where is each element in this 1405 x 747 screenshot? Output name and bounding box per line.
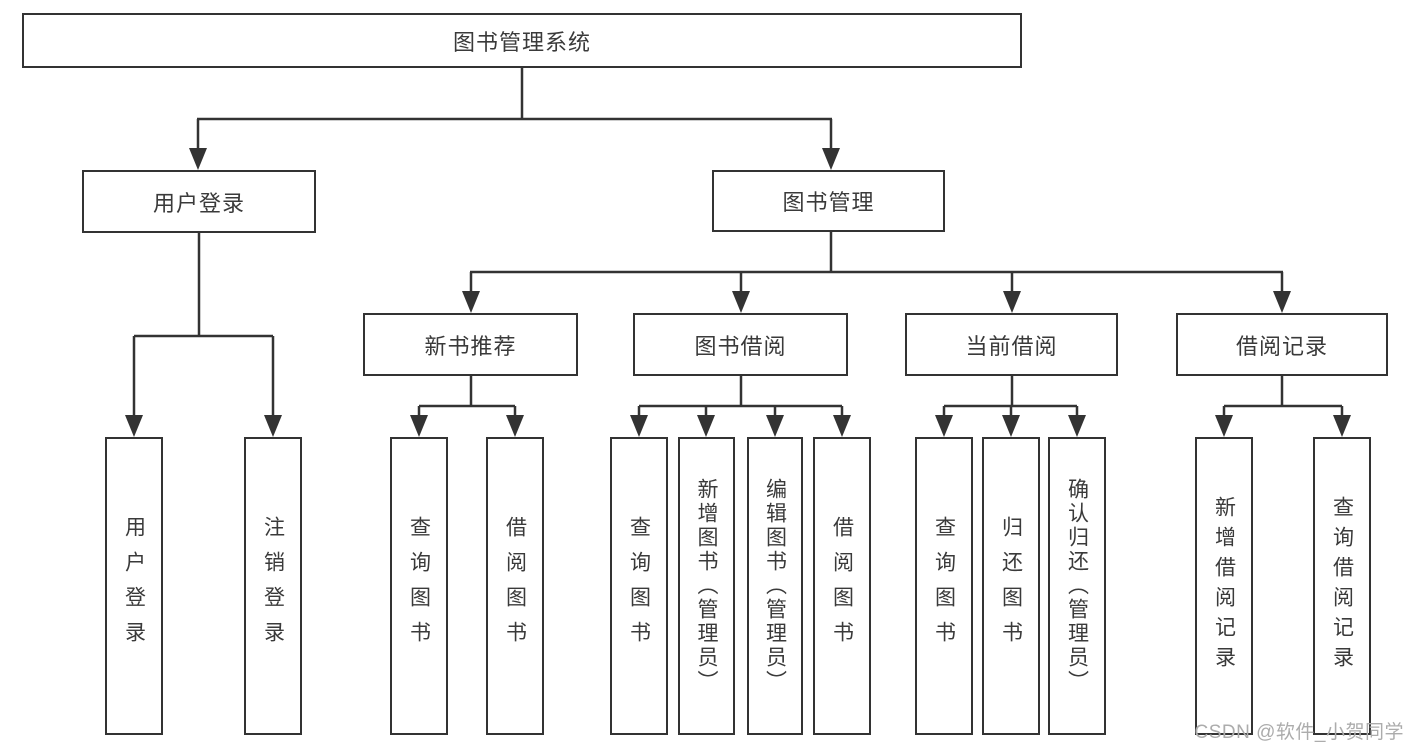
node-label: 新书推荐	[424, 333, 517, 359]
node-label: 查询图书	[932, 516, 956, 656]
csdn-watermark: CSDN @软件_小贺同学	[1194, 722, 1404, 743]
node-leaf-return-book: 归还图书	[982, 437, 1040, 735]
node-label: 查询借阅记录	[1330, 496, 1354, 676]
node-current-borrow: 当前借阅	[905, 313, 1118, 376]
node-leaf-borrow-book: 借阅图书	[813, 437, 871, 735]
node-label: 用户登录	[152, 190, 245, 216]
node-leaf-add-book-admin: 新增图书（管理员）	[678, 437, 735, 735]
node-root-library-management-system: 图书管理系统	[22, 13, 1022, 68]
node-label: 编辑图书（管理员）	[763, 478, 787, 694]
connector-current-borrow-children	[935, 376, 1086, 437]
node-book-borrow: 图书借阅	[633, 313, 848, 376]
node-leaf-logout: 注销登录	[244, 437, 302, 735]
node-label: 新增借阅记录	[1212, 496, 1236, 676]
node-label: 图书管理	[782, 190, 875, 215]
node-label: 当前借阅	[965, 333, 1058, 359]
node-label: 借阅记录	[1235, 333, 1328, 359]
node-label: 查询图书	[627, 516, 651, 656]
node-user-login: 用户登录	[82, 170, 316, 233]
node-label: 查询图书	[407, 516, 431, 656]
connector-book-borrow-children	[630, 376, 851, 437]
node-label: 图书管理系统	[452, 29, 591, 55]
node-leaf-query-book-recommend: 查询图书	[390, 437, 448, 735]
node-new-book-recommend: 新书推荐	[363, 313, 578, 376]
connector-borrow-records-children	[1215, 376, 1351, 437]
node-leaf-query-borrow-record: 查询借阅记录	[1313, 437, 1371, 735]
node-leaf-edit-book-admin: 编辑图书（管理员）	[747, 437, 803, 735]
node-label: 借阅图书	[830, 516, 854, 656]
node-label: 图书借阅	[694, 333, 787, 359]
node-book-management: 图书管理	[712, 170, 945, 232]
node-label: 新增图书（管理员）	[695, 478, 718, 694]
node-leaf-query-book-current: 查询图书	[915, 437, 973, 735]
node-leaf-add-borrow-record: 新增借阅记录	[1195, 437, 1253, 735]
node-label: 注销登录	[261, 516, 285, 656]
node-leaf-borrow-book-recommend: 借阅图书	[486, 437, 544, 735]
connector-user-login-children	[125, 233, 282, 437]
node-leaf-query-book-borrow: 查询图书	[610, 437, 668, 735]
node-label: 用户登录	[122, 516, 146, 656]
node-label: 归还图书	[999, 516, 1023, 656]
connector-book-management-children	[462, 232, 1291, 313]
connector-new-book-recommend-children	[410, 376, 524, 437]
node-label: 确认归还（管理员）	[1065, 478, 1089, 694]
node-leaf-confirm-return-admin: 确认归还（管理员）	[1048, 437, 1106, 735]
node-borrow-records: 借阅记录	[1176, 313, 1388, 376]
node-leaf-user-login: 用户登录	[105, 437, 163, 735]
node-label: 借阅图书	[503, 516, 527, 656]
connector-root-to-level2	[189, 68, 840, 170]
